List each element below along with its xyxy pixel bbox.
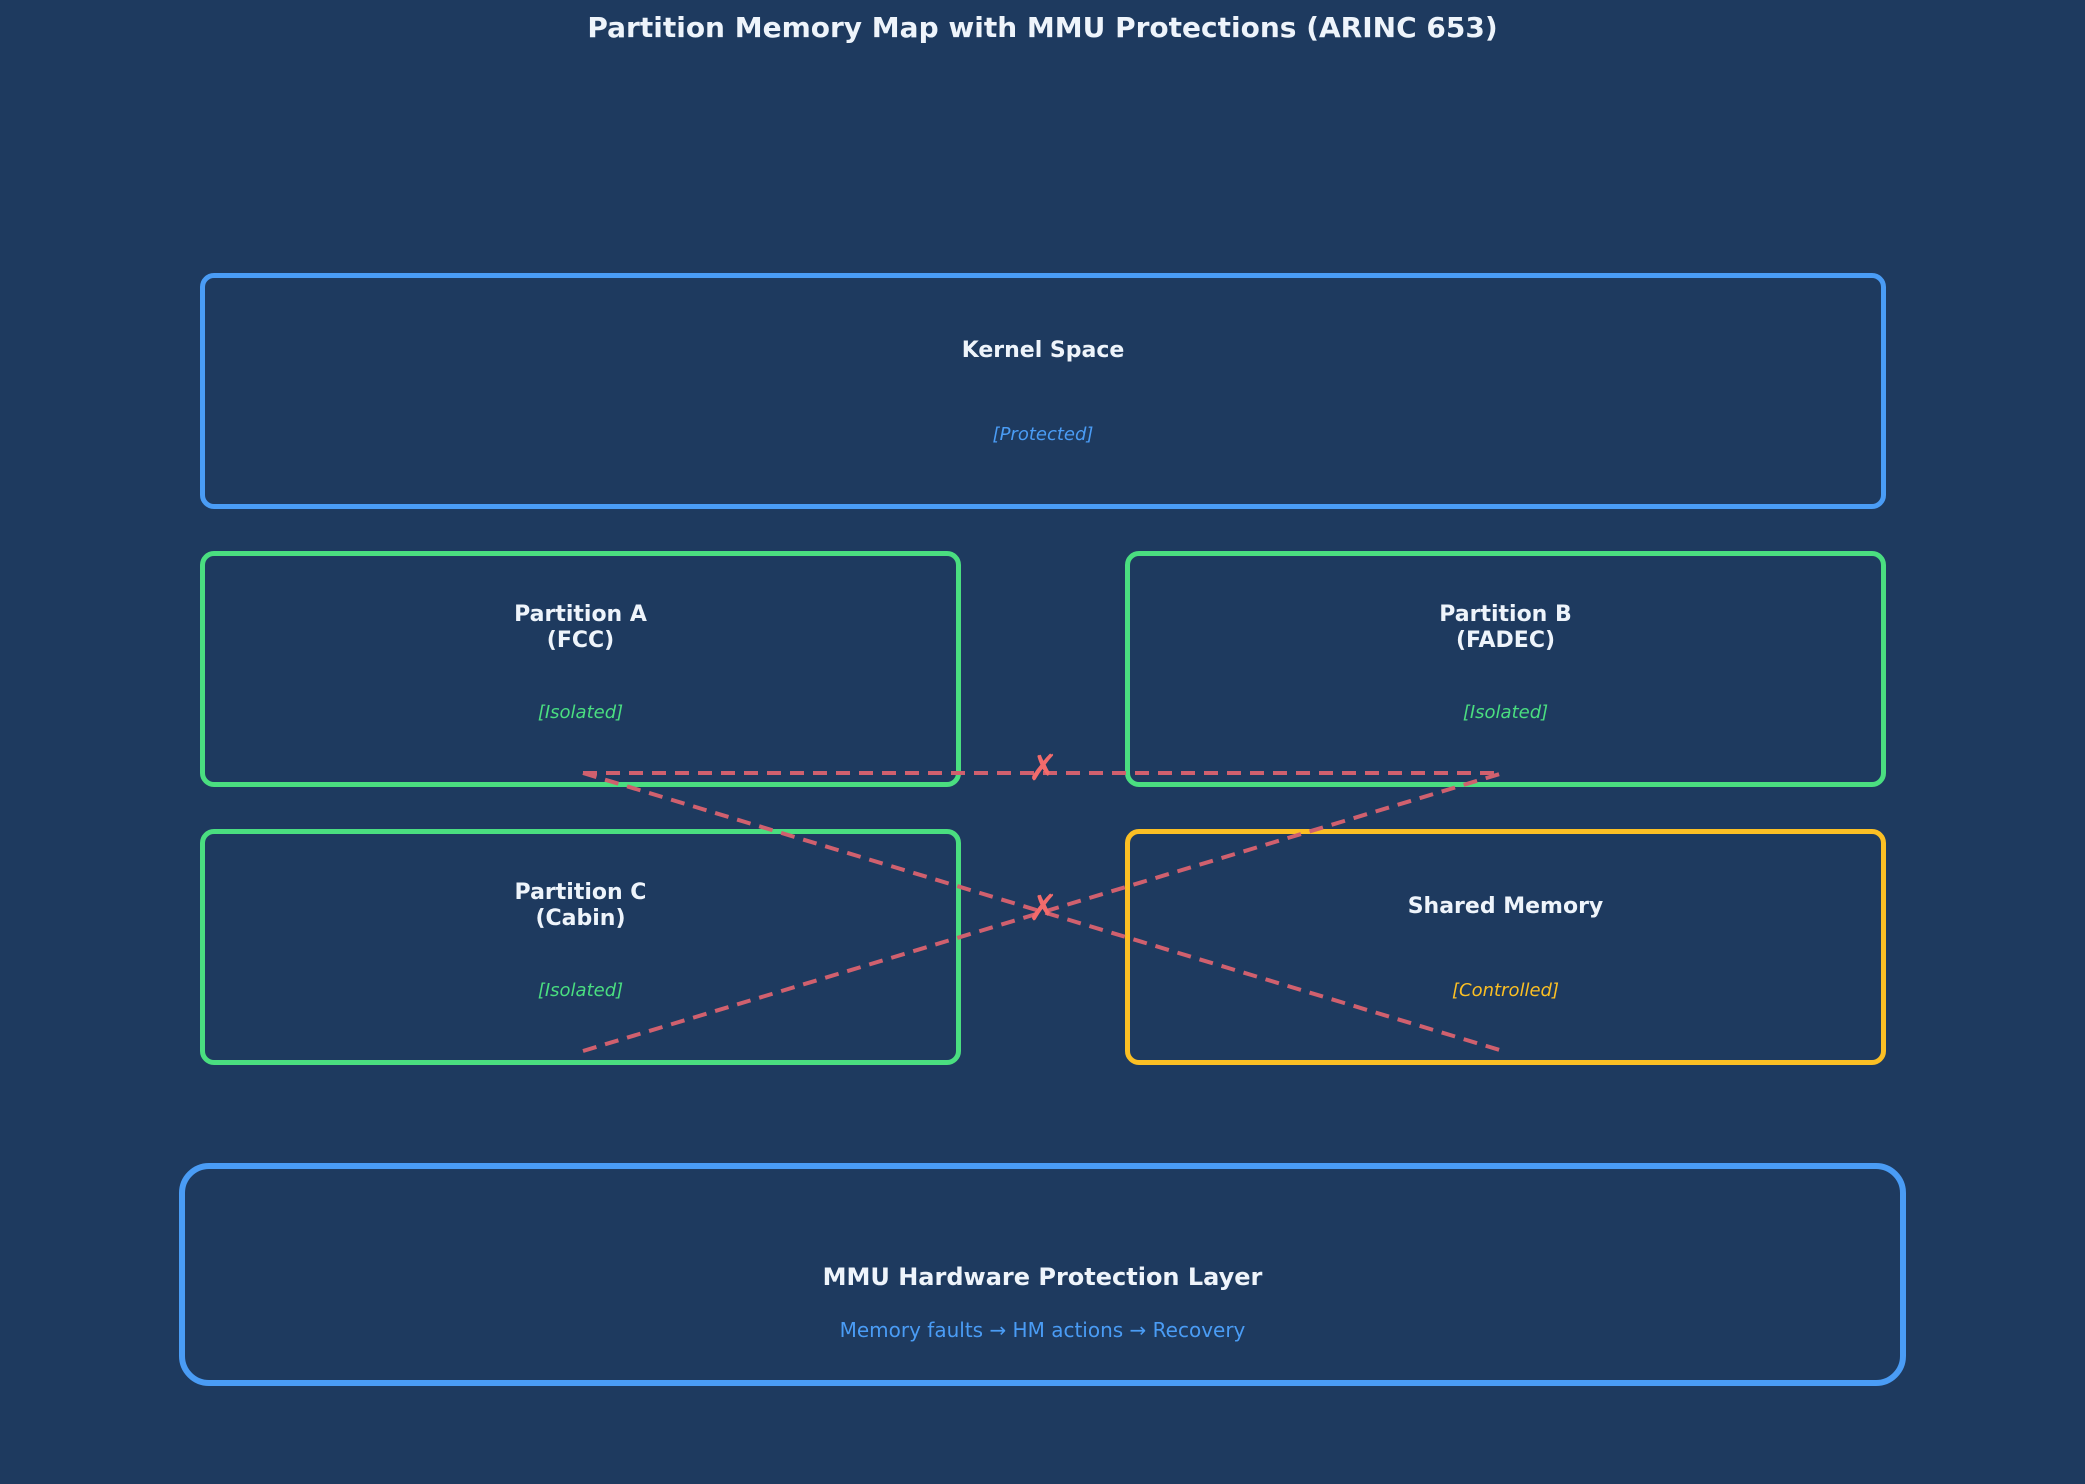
shared-memory-label: Shared Memory <box>1407 894 1604 919</box>
mmu-layer-subtitle: Memory faults → HM actions → Recovery <box>839 1318 1246 1342</box>
kernel-space-tag: [Protected] <box>992 424 1094 445</box>
shared-memory-tag: [Controlled] <box>1451 980 1559 1001</box>
partition-c-label: Partition C (Cabin) <box>514 880 647 931</box>
kernel-space-box: Kernel Space [Protected] <box>200 273 1886 509</box>
shared-memory-box: Shared Memory [Controlled] <box>1125 829 1886 1065</box>
partition-b-tag: [Isolated] <box>1462 702 1549 723</box>
partition-b-box: Partition B (FADEC) [Isolated] <box>1125 551 1886 787</box>
blocked-mark-center: ✗ <box>1027 888 1059 929</box>
mmu-layer-box: MMU Hardware Protection Layer Memory fau… <box>179 1163 1906 1386</box>
kernel-space-label: Kernel Space <box>961 338 1125 363</box>
partition-a-tag: [Isolated] <box>537 702 624 723</box>
blocked-mark-top: ✗ <box>1027 748 1059 789</box>
diagram-title: Partition Memory Map with MMU Protection… <box>587 11 1498 44</box>
partition-a-label: Partition A (FCC) <box>514 602 647 653</box>
partition-c-box: Partition C (Cabin) [Isolated] <box>200 829 961 1065</box>
mmu-layer-label: MMU Hardware Protection Layer <box>822 1263 1263 1291</box>
partition-b-label: Partition B (FADEC) <box>1439 602 1572 653</box>
partition-c-tag: [Isolated] <box>537 980 624 1001</box>
partition-a-box: Partition A (FCC) [Isolated] <box>200 551 961 787</box>
